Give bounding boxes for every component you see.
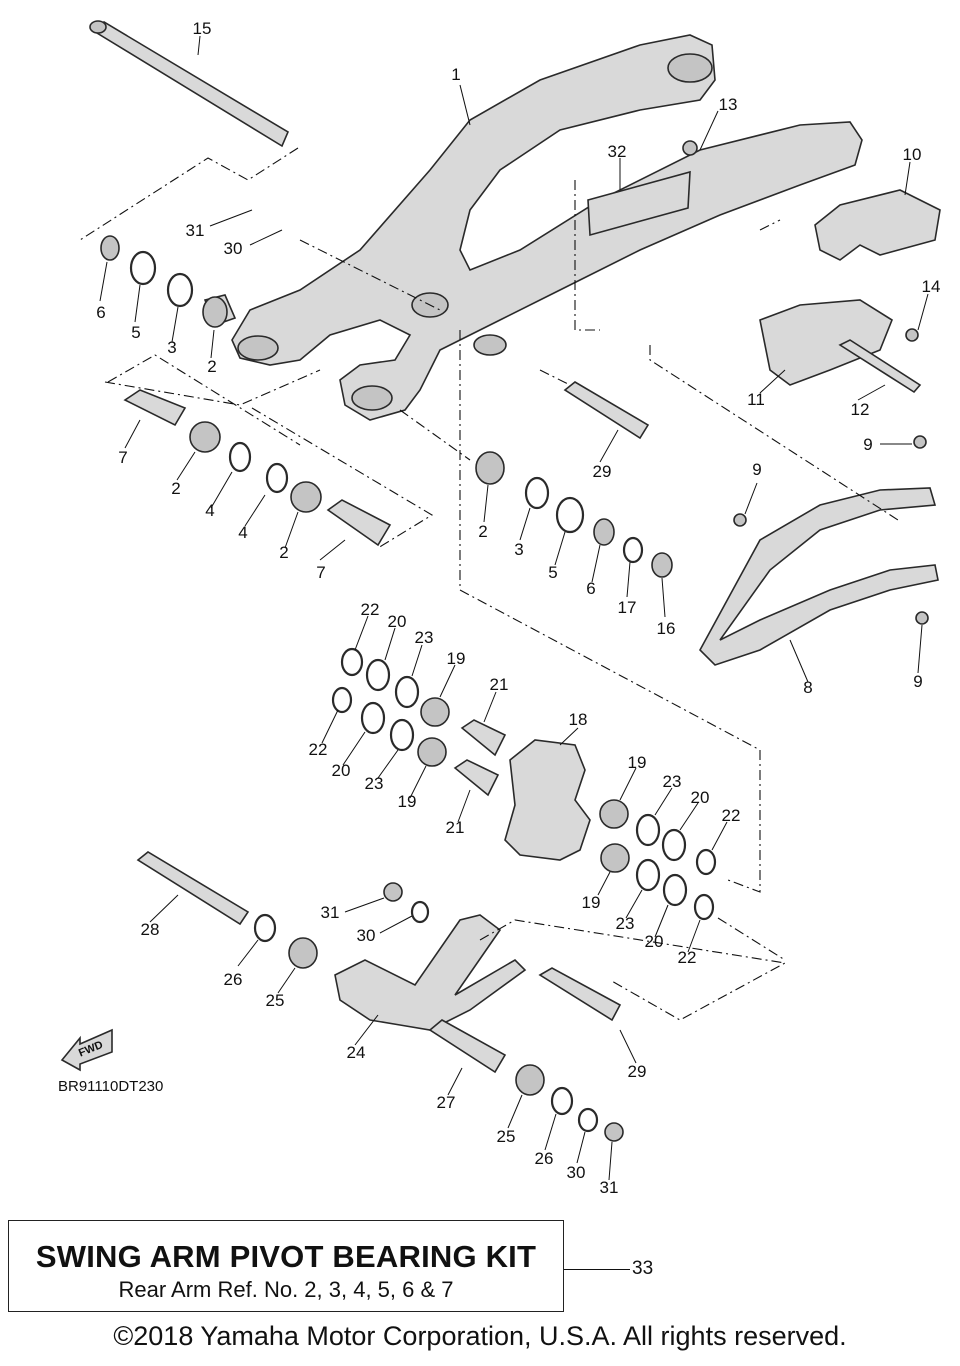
callout-19-b: 19: [398, 792, 417, 811]
callout-3-left: 3: [167, 338, 176, 357]
callout-4-b: 4: [238, 523, 247, 542]
callout-30-mid: 30: [357, 926, 376, 945]
callout-5-right: 5: [548, 563, 557, 582]
nut-14: [905, 328, 919, 342]
callout-20-b: 20: [332, 761, 351, 780]
callout-6-left: 6: [96, 303, 105, 322]
callout-27: 27: [437, 1093, 456, 1112]
callout-31-bottom: 31: [600, 1178, 619, 1197]
callout-19-c: 19: [628, 753, 647, 772]
callout-23-d: 23: [616, 914, 635, 933]
callout-21-b: 21: [446, 818, 465, 837]
connecting-rod-parts: [136, 851, 624, 1142]
callout-13: 13: [719, 95, 738, 114]
callout-14: 14: [922, 277, 941, 296]
assembly-lines: [79, 147, 899, 1021]
callout-9-c: 9: [913, 672, 922, 691]
callout-31-top: 31: [186, 221, 205, 240]
pivot-shaft-15: [89, 20, 290, 148]
callout-19-a: 19: [447, 649, 466, 668]
callout-18: 18: [569, 710, 588, 729]
callout-2-right: 2: [478, 522, 487, 541]
callout-22-c: 22: [722, 806, 741, 825]
callout-5-left: 5: [131, 323, 140, 342]
callout-9-a: 9: [863, 435, 872, 454]
callout-22-a: 22: [361, 600, 380, 619]
callout-22-b: 22: [309, 740, 328, 759]
left-pivot-parts: [100, 235, 392, 547]
callout-21-a: 21: [490, 675, 509, 694]
callout-2-left-b: 2: [171, 479, 180, 498]
label-plate-32: [587, 170, 691, 237]
callout-23-b: 23: [365, 774, 384, 793]
chain-guide-8: [699, 487, 939, 666]
callout-1: 1: [451, 65, 460, 84]
right-pivot-parts: [475, 381, 673, 578]
callout-10: 10: [903, 145, 922, 164]
drawing-code: BR91110DT230: [58, 1078, 163, 1095]
callout-31-mid: 31: [321, 903, 340, 922]
callout-25-b: 25: [497, 1127, 516, 1146]
callout-20-c: 20: [691, 788, 710, 807]
callout-12: 12: [851, 400, 870, 419]
kit-ref-number: 33: [632, 1258, 654, 1279]
callout-24: 24: [347, 1043, 366, 1062]
leader-lines: [99, 35, 929, 1181]
callout-16: 16: [657, 619, 676, 638]
fwd-arrow-icon: FWD: [60, 1028, 113, 1072]
callout-19-d: 19: [582, 893, 601, 912]
callout-4-a: 4: [205, 501, 214, 520]
copyright-notice: ©2018 Yamaha Motor Corporation, U.S.A. A…: [113, 1321, 847, 1351]
screw-13: [682, 140, 698, 156]
bolts-9: [733, 435, 929, 625]
bolt-12: [838, 339, 922, 394]
callout-28: 28: [141, 920, 160, 939]
kit-subtitle: Rear Arm Ref. No. 2, 3, 4, 5, 6 & 7: [118, 1277, 454, 1302]
callout-2-left-c: 2: [279, 543, 288, 562]
callout-15: 15: [193, 19, 212, 38]
linkage-parts: [331, 647, 717, 921]
callout-3-right: 3: [514, 540, 523, 559]
callout-23-c: 23: [663, 772, 682, 791]
callout-26-b: 26: [535, 1149, 554, 1168]
callout-8: 8: [803, 678, 812, 697]
callout-20-d: 20: [645, 932, 664, 951]
callout-9-b: 9: [752, 460, 761, 479]
callout-30-top: 30: [224, 239, 243, 258]
chain-adjuster-10: [814, 189, 941, 261]
callout-25-a: 25: [266, 991, 285, 1010]
callout-7-left-a: 7: [118, 448, 127, 467]
callout-22-d: 22: [678, 948, 697, 967]
callout-32: 32: [608, 142, 627, 161]
kit-leader-line: [564, 1269, 630, 1270]
callout-20-a: 20: [388, 612, 407, 631]
callout-29-bottom: 29: [628, 1062, 647, 1081]
callout-2-left-a: 2: [207, 357, 216, 376]
callout-30-bottom: 30: [567, 1163, 586, 1182]
kit-title: SWING ARM PIVOT BEARING KIT: [35, 1239, 537, 1274]
callout-7-left-b: 7: [316, 563, 325, 582]
callout-23-a: 23: [415, 628, 434, 647]
swing-arm: [231, 34, 863, 421]
callout-26-a: 26: [224, 970, 243, 989]
callout-11: 11: [747, 390, 765, 409]
callout-29-top: 29: [593, 462, 612, 481]
bearing-kit-box: SWING ARM PIVOT BEARING KIT Rear Arm Ref…: [8, 1220, 564, 1312]
bracket-11: [759, 299, 893, 386]
callout-labels: 1 15 13 32 10 14 31 30 6 5 3 2 11 12 9 7…: [96, 19, 940, 1197]
callout-6-right: 6: [586, 579, 595, 598]
callout-17: 17: [618, 598, 637, 617]
